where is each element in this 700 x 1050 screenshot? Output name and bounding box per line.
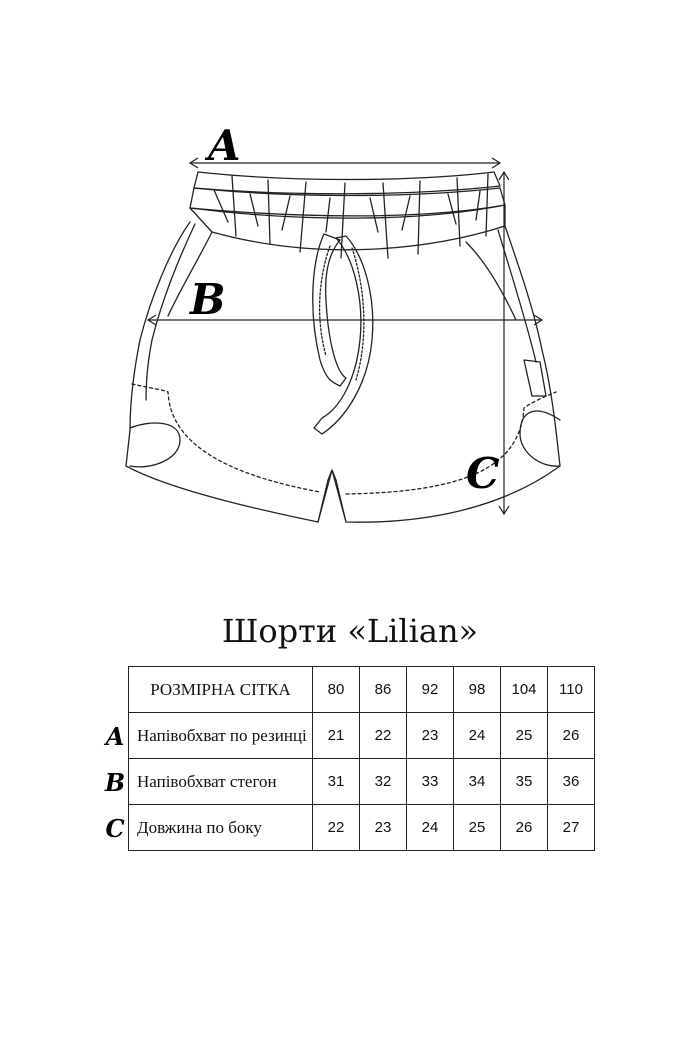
value-cell: 26 (547, 712, 595, 759)
size-cell: 110 (547, 666, 595, 713)
size-cell: 80 (312, 666, 360, 713)
row-label: Напівобхват по резинці (128, 712, 313, 759)
table-header-row: РОЗМІРНА СІТКА 80 86 92 98 104 110 (128, 666, 595, 713)
table-row: Напівобхват стегон 31 32 33 34 35 36 (128, 758, 595, 805)
value-cell: 24 (453, 712, 501, 759)
row-label: Довжина по боку (128, 804, 313, 851)
size-cell: 104 (500, 666, 548, 713)
value-cell: 23 (406, 712, 454, 759)
row-marker-a: A (105, 722, 125, 751)
value-cell: 23 (359, 804, 407, 851)
row-marker-b: B (104, 768, 126, 797)
label-b: B (189, 275, 226, 324)
table-row: Довжина по боку 22 23 24 25 26 27 (128, 804, 595, 851)
value-cell: 21 (312, 712, 360, 759)
value-cell: 27 (547, 804, 595, 851)
value-cell: 25 (453, 804, 501, 851)
value-cell: 22 (312, 804, 360, 851)
drawstring-left (312, 233, 347, 387)
value-cell: 34 (453, 758, 501, 805)
value-cell: 22 (359, 712, 407, 759)
value-cell: 35 (500, 758, 548, 805)
table-header-label: РОЗМІРНА СІТКА (128, 666, 313, 713)
row-label: Напівобхват стегон (128, 758, 313, 805)
value-cell: 25 (500, 712, 548, 759)
size-table: РОЗМІРНА СІТКА 80 86 92 98 104 110 Напів… (128, 666, 595, 851)
size-cell: 92 (406, 666, 454, 713)
waistband-top (193, 171, 501, 195)
shorts-outline (125, 221, 561, 523)
drawstring-right (313, 235, 374, 435)
label-c: C (466, 449, 500, 498)
page-title: Шорти «Lilian» (221, 612, 479, 650)
table-row: Напівобхват по резинці 21 22 23 24 25 26 (128, 712, 595, 759)
value-cell: 36 (547, 758, 595, 805)
shorts-diagram: A B C (125, 121, 561, 523)
size-cell: 86 (359, 666, 407, 713)
label-a: A (204, 121, 241, 170)
value-cell: 32 (359, 758, 407, 805)
value-cell: 24 (406, 804, 454, 851)
row-marker-c: C (105, 814, 125, 843)
size-cell: 98 (453, 666, 501, 713)
value-cell: 26 (500, 804, 548, 851)
value-cell: 33 (406, 758, 454, 805)
value-cell: 31 (312, 758, 360, 805)
